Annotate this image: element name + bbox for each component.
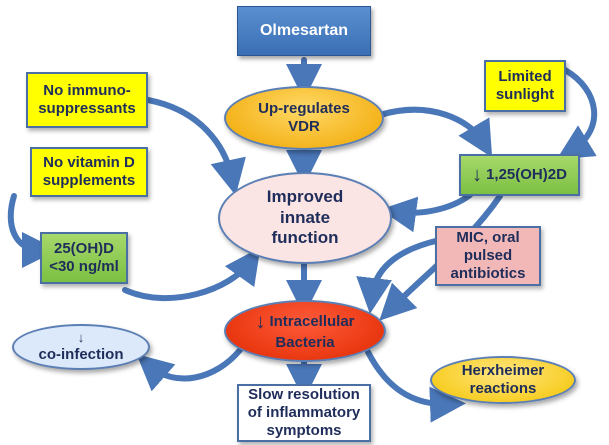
slow-resolution-line3: symptoms: [266, 422, 342, 439]
no-vitd-line2: supplements: [42, 172, 136, 189]
arrow-intracellular-to-coinfection: [136, 347, 243, 392]
improved-line3: function: [271, 228, 339, 248]
improved-innate-function-ellipse: Improved innate function: [218, 172, 392, 264]
herxheimer-line2: reactions: [469, 380, 537, 397]
arrow-novitd-to-25d: [7, 193, 58, 268]
limited-sunlight-line1: Limited: [498, 68, 552, 85]
intracellular-line2: Bacteria: [275, 334, 335, 351]
arrow-intracellular-to-herxheimer: [365, 349, 466, 423]
herxheimer-line1: Herxheimer: [461, 362, 545, 379]
upregulates-line2: VDR: [288, 118, 320, 135]
arrow-sunlight-to-125d: [556, 67, 598, 160]
slow-resolution-line1: Slow resolution: [248, 386, 360, 403]
vitd-125-label: 1,25(OH)2D: [486, 166, 567, 183]
mic-line1: MIC, oral: [456, 229, 520, 246]
mic-antibiotics-box: MIC, oral pulsed antibiotics: [435, 226, 541, 286]
no-immuno-line2: suppressants: [38, 100, 136, 117]
coinfection-ellipse: ↓ co-infection: [12, 324, 150, 370]
upregulates-vdr-ellipse: Up-regulates VDR: [224, 86, 384, 150]
mic-line2: pulsed: [463, 247, 513, 264]
down-arrow-icon: ↓: [255, 311, 266, 333]
arrow-25d-to-improved: [122, 247, 261, 302]
down-arrow-icon: ↓: [77, 330, 85, 346]
no-vitd-line1: No vitamin D: [43, 154, 135, 171]
vitd-125-box: ↓ 1,25(OH)2D: [459, 154, 580, 196]
improved-line2: innate: [279, 207, 331, 227]
intracellular-bacteria-ellipse: ↓ Intracellular Bacteria: [224, 300, 386, 362]
coinfection-label: co-infection: [38, 345, 124, 363]
olmesartan-box: Olmesartan: [237, 6, 371, 56]
no-vitamin-d-box: No vitamin D supplements: [30, 147, 148, 197]
arrow-noimmuno-to-improved: [145, 97, 246, 196]
no-immuno-line1: No immuno-: [43, 82, 131, 99]
herxheimer-ellipse: Herxheimer reactions: [430, 356, 576, 404]
arrow-vdr-to-125d: [377, 106, 493, 158]
upregulates-line1: Up-regulates: [258, 100, 350, 117]
limited-sunlight-box: Limited sunlight: [484, 60, 566, 112]
arrow-mic-to-intracellular: [356, 237, 443, 314]
mic-line3: antibiotics: [450, 265, 526, 282]
arrow-125d-to-improved: [380, 192, 473, 233]
no-immunosuppressants-box: No immuno- suppressants: [26, 72, 148, 128]
vitd-25-line1: 25(OH)D: [53, 240, 114, 257]
slow-resolution-line2: of inflammatory: [247, 404, 361, 421]
vitd-25-line2: <30 ng/ml: [49, 258, 119, 275]
olmesartan-label: Olmesartan: [259, 22, 349, 40]
down-arrow-icon: ↓: [472, 164, 483, 186]
vitd-25-box: 25(OH)D <30 ng/ml: [40, 232, 128, 284]
improved-line1: Improved: [266, 187, 344, 207]
slow-resolution-box: Slow resolution of inflammatory symptoms: [237, 384, 371, 442]
limited-sunlight-line2: sunlight: [495, 86, 555, 103]
intracellular-line1: Intracellular: [269, 313, 355, 330]
